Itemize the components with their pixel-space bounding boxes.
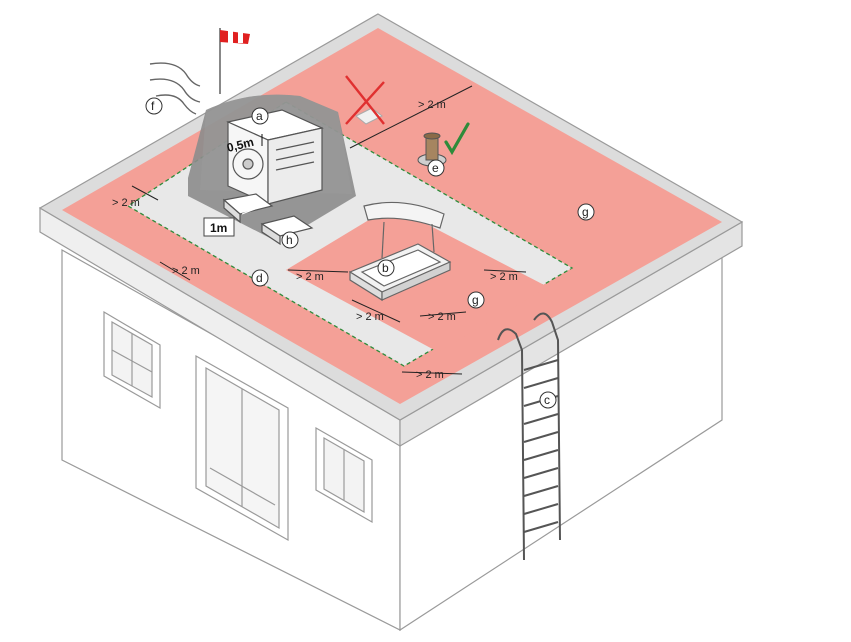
marker-d: d (251, 269, 269, 287)
svg-text:e: e (432, 161, 439, 175)
marker-h: h (281, 231, 299, 249)
roof-hatch (348, 201, 452, 302)
dim-hatch-right: > 2 m (490, 271, 518, 283)
dim-front-edge: > 2 m (416, 369, 444, 381)
checkmark-icon (444, 122, 470, 156)
window-right (315, 426, 373, 524)
marker-g-inner: g (467, 291, 485, 309)
clearance-front-label: 1m (203, 203, 269, 237)
dim-top-edge: > 2 m (418, 99, 446, 111)
dim-inner-left: > 2 m (172, 265, 200, 277)
cross-icon (345, 75, 385, 125)
marker-e: e (427, 159, 445, 177)
svg-text:0,5m: 0,5m (225, 135, 255, 155)
dim-left-edge: > 2 m (112, 197, 140, 209)
dim-hatch-bottom: > 2 m (356, 311, 384, 323)
clearance-top-label: 0,5m (225, 134, 263, 155)
wind-icon (149, 62, 201, 115)
house-walls (61, 248, 723, 632)
marker-a: a (251, 107, 269, 125)
dim-hatch-bottom-right: > 2 m (428, 311, 456, 323)
svg-text:f: f (151, 99, 155, 113)
windsock-icon (219, 28, 250, 94)
roof-ladder (497, 312, 561, 561)
svg-text:g: g (582, 205, 589, 219)
patio-door (195, 354, 289, 542)
svg-text:1m: 1m (210, 221, 227, 235)
svg-text:c: c (544, 393, 550, 407)
svg-text:h: h (286, 233, 293, 247)
marker-b: b (377, 259, 395, 277)
svg-text:d: d (256, 271, 263, 285)
svg-text:g: g (472, 293, 479, 307)
svg-text:b: b (382, 261, 389, 275)
marker-g-main: g (577, 203, 595, 221)
window-left (103, 310, 161, 410)
marker-c: c (539, 391, 557, 409)
marker-f: f (145, 97, 163, 115)
dim-hatch-left: > 2 m (296, 271, 324, 283)
svg-text:a: a (256, 109, 263, 123)
